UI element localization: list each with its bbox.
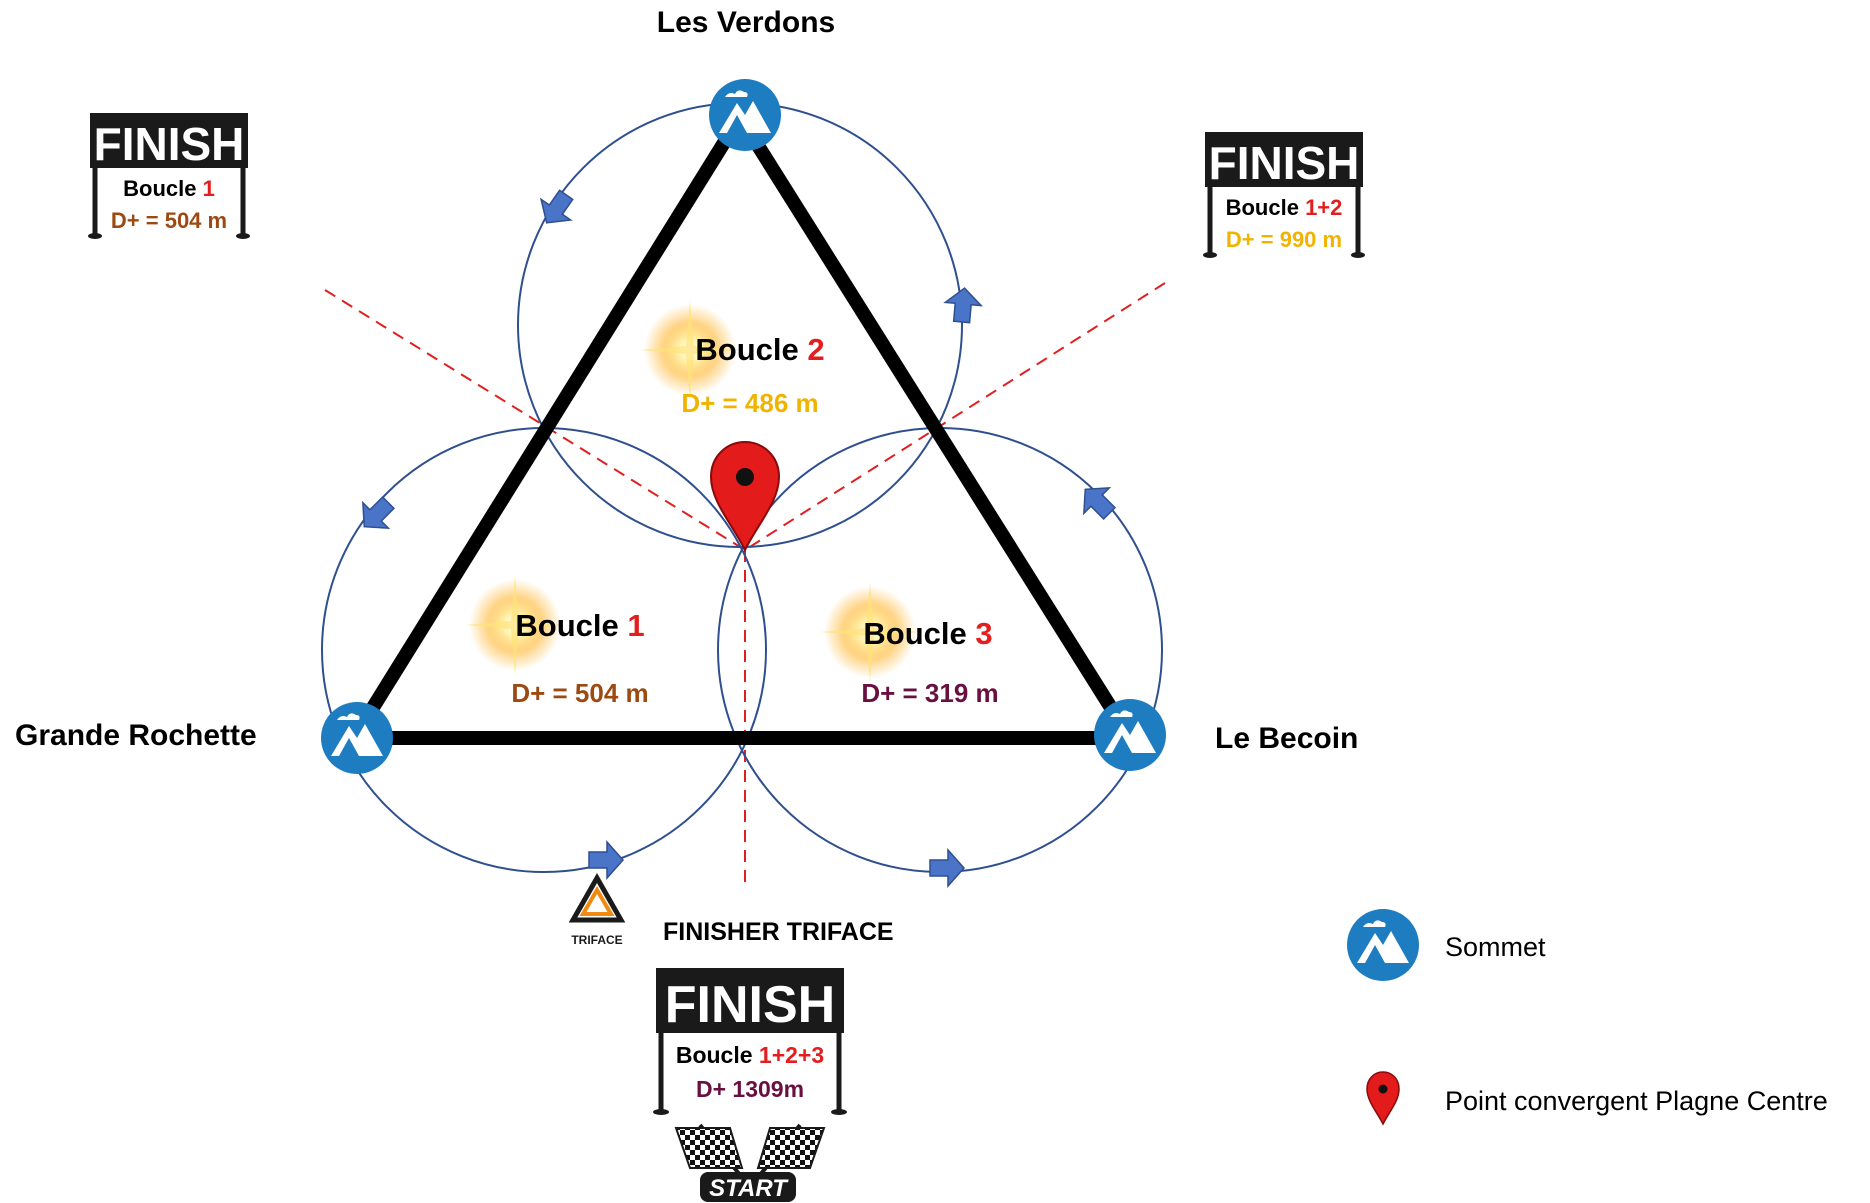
direction-arrow-icon (531, 183, 582, 234)
svg-text:Boucle 1+2: Boucle 1+2 (1226, 195, 1343, 220)
loop-1-label: Boucle 1 D+ = 504 m (511, 608, 648, 708)
loop-1-dplus: D+ = 504 m (511, 678, 648, 708)
direction-arrow-icon (588, 841, 624, 879)
svg-text:TRIFACE: TRIFACE (571, 933, 622, 947)
legend: Sommet Point convergent Plagne Centre (1347, 909, 1828, 1126)
finish-board-left: FINISH Boucle 1 D+ = 504 m (88, 113, 250, 239)
mountain-icon (321, 702, 393, 774)
svg-text:FINISH: FINISH (94, 118, 245, 170)
svg-text:Boucle 1+2+3: Boucle 1+2+3 (676, 1042, 824, 1068)
map-pin-icon (709, 440, 781, 553)
finish-board-right: FINISH Boucle 1+2 D+ = 990 m (1203, 132, 1365, 258)
loop-3-dplus: D+ = 319 m (861, 678, 998, 708)
route-triangle (347, 110, 1137, 745)
svg-text:Boucle 3: Boucle 3 (863, 616, 992, 651)
summit-label-left: Grande Rochette (15, 719, 257, 752)
direction-arrow-icon (1071, 475, 1123, 527)
legend-summit-label: Sommet (1445, 932, 1546, 962)
svg-text:Boucle 1: Boucle 1 (123, 176, 215, 201)
guide-lines (324, 282, 1166, 885)
summit-label-right: Le Becoin (1215, 722, 1358, 755)
loop-glows (465, 300, 920, 682)
finish-board-bottom: FINISH Boucle 1+2+3 D+ 1309m (653, 968, 847, 1115)
loop-2-dplus: D+ = 486 m (681, 388, 818, 418)
legend-mountain-icon (1347, 909, 1419, 981)
svg-text:D+ = 990 m: D+ = 990 m (1226, 227, 1342, 252)
loop-3-label: Boucle 3 D+ = 319 m (861, 616, 998, 708)
loop-2-label: Boucle 2 D+ = 486 m (681, 332, 824, 418)
direction-arrow-icon (350, 489, 402, 541)
svg-text:Boucle 2: Boucle 2 (695, 332, 824, 367)
mountain-icon (709, 79, 781, 151)
direction-arrow-icon (929, 849, 965, 887)
svg-text:D+ 1309m: D+ 1309m (696, 1076, 804, 1102)
svg-text:Boucle 1: Boucle 1 (515, 608, 644, 643)
checkered-flags-icon: START (674, 1123, 826, 1202)
start-label: START (709, 1175, 789, 1202)
summit-label-top: Les Verdons (657, 6, 835, 39)
svg-text:D+ = 504 m: D+ = 504 m (111, 208, 227, 233)
triface-logo: TRIFACE (568, 872, 626, 947)
direction-arrow-icon (942, 285, 984, 325)
mountain-icon (1094, 699, 1166, 771)
finisher-label: FINISHER TRIFACE (663, 918, 894, 946)
legend-map-pin-icon (1366, 1071, 1400, 1126)
svg-text:FINISH: FINISH (665, 976, 835, 1034)
legend-pin-label: Point convergent Plagne Centre (1445, 1086, 1828, 1116)
svg-text:FINISH: FINISH (1209, 137, 1360, 189)
